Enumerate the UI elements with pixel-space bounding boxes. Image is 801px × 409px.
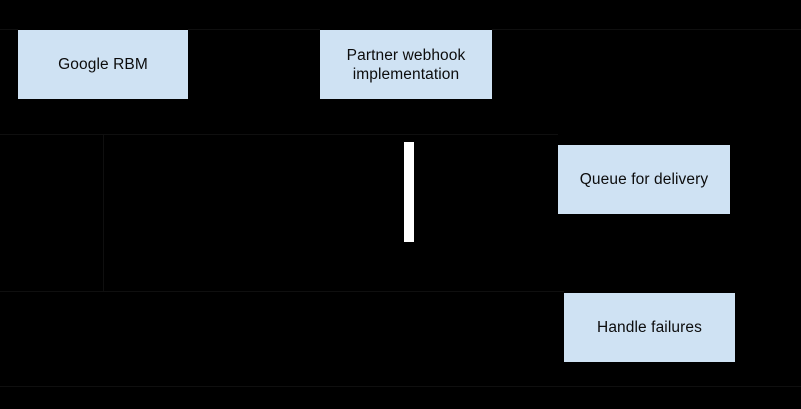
node-queue-for-delivery-label: Queue for delivery (580, 170, 708, 189)
connector-line (0, 29, 18, 30)
node-label-line: Google RBM (58, 56, 148, 73)
node-partner-webhook[interactable]: Partner webhook implementation (320, 30, 492, 99)
connector-line (0, 386, 801, 387)
node-handle-failures[interactable]: Handle failures (564, 293, 735, 362)
connector-line (103, 134, 104, 291)
connector-line (188, 29, 320, 30)
connector-line (104, 134, 558, 135)
node-handle-failures-label: Handle failures (597, 318, 702, 337)
node-google-rbm[interactable]: Google RBM (18, 30, 188, 99)
node-partner-webhook-label: Partner webhook implementation (347, 46, 466, 84)
node-label-line: Queue for delivery (579, 171, 709, 188)
node-label-line: implementation (352, 65, 460, 83)
connector-line (0, 291, 104, 292)
node-google-rbm-label: Google RBM (58, 55, 148, 74)
connector-line (104, 291, 564, 292)
node-label-line: Handle failures (597, 319, 702, 336)
connector-line (492, 29, 801, 30)
node-label-line: Partner webhook (346, 46, 466, 64)
connector-line (0, 134, 104, 135)
node-queue-for-delivery[interactable]: Queue for delivery (558, 145, 730, 214)
vertical-divider-bar (404, 142, 414, 242)
